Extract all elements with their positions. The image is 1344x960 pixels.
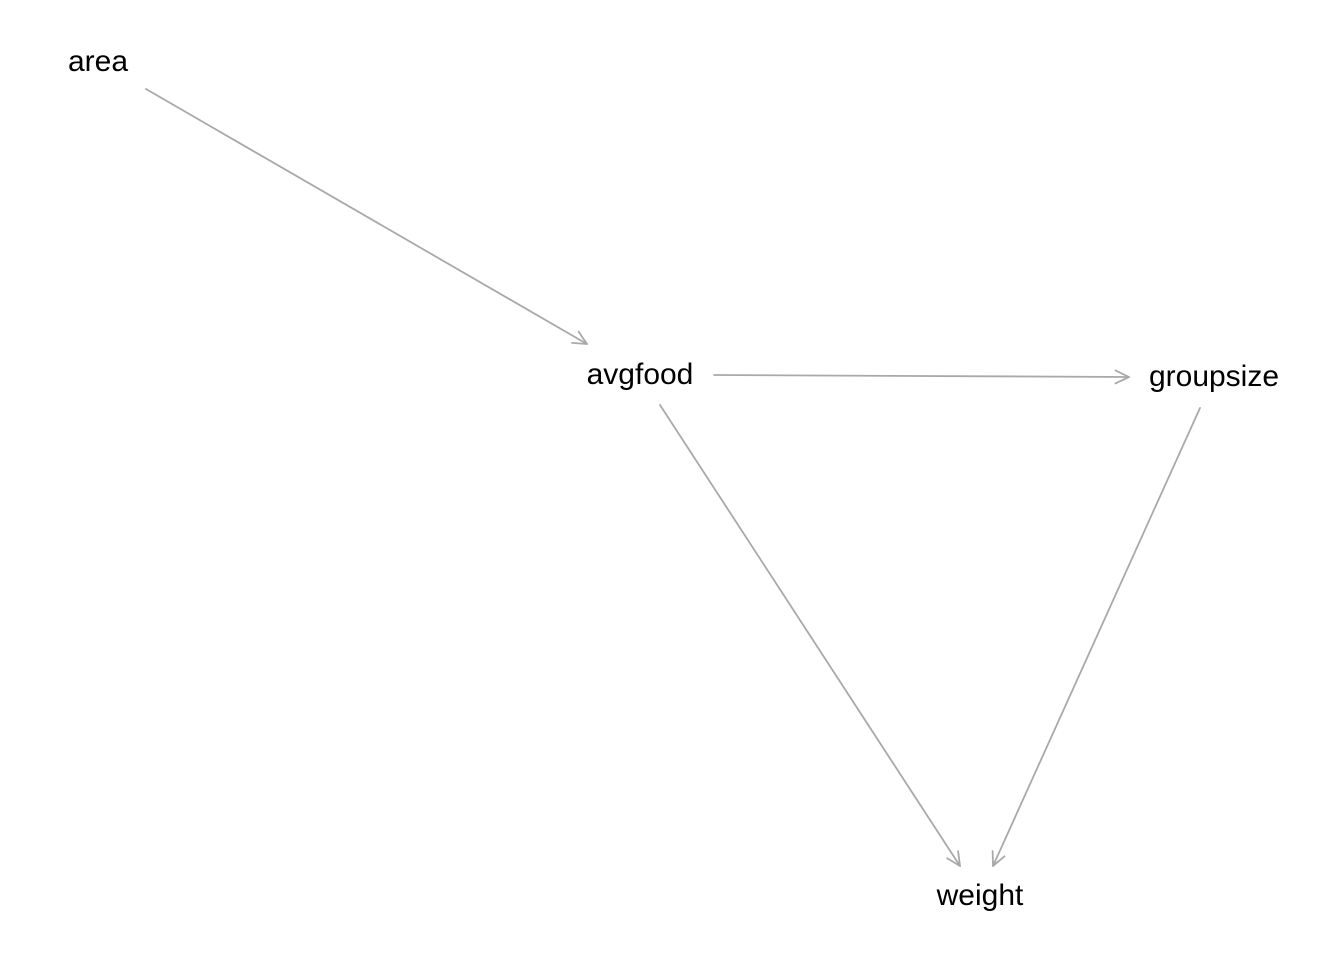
arrowhead-icon	[946, 850, 961, 867]
node-weight-label: weight	[936, 879, 1024, 912]
edge-area-to-avgfood	[145, 88, 588, 345]
node-groupsize-label: groupsize	[1149, 360, 1279, 393]
edge-avgfood-to-groupsize	[713, 369, 1130, 385]
edge-line	[145, 88, 588, 345]
edges-layer	[145, 88, 1201, 867]
edge-line	[992, 407, 1201, 867]
edge-groupsize-to-weight	[991, 407, 1201, 867]
edge-avgfood-to-weight	[659, 404, 961, 867]
edge-line	[659, 404, 961, 867]
arrowhead-icon	[1114, 369, 1130, 385]
node-area-label: area	[68, 45, 128, 78]
nodes-layer: area avgfood groupsize weight	[68, 45, 1279, 912]
node-avgfood-label: avgfood	[587, 358, 694, 391]
arrowhead-icon	[571, 330, 588, 345]
edge-line	[713, 374, 1130, 378]
arrowhead-icon	[991, 850, 1006, 867]
